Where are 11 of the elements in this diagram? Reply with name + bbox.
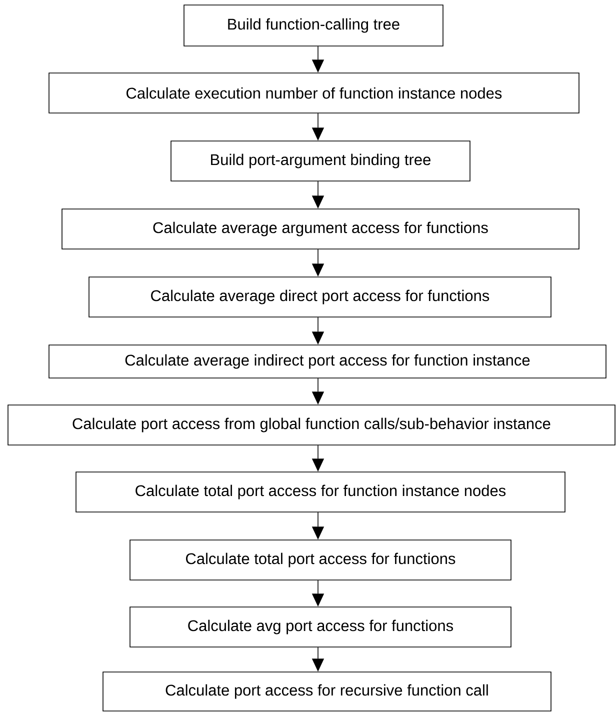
process-box: Build function-calling tree xyxy=(184,4,444,46)
process-box: Build port-argument binding tree xyxy=(170,140,470,182)
process-box: Calculate average indirect port access for function instance xyxy=(48,344,606,378)
process-box: Calculate total port access for functions xyxy=(130,540,512,580)
process-box: Calculate port access for recursive function call xyxy=(102,672,552,712)
process-box: Calculate port access from global function calls/sub-behavior instance xyxy=(8,404,616,446)
process-box: Calculate avg port access for functions xyxy=(130,606,512,648)
process-box: Calculate average argument access for functions xyxy=(62,208,580,250)
process-box: Calculate execution number of function instance nodes xyxy=(48,72,580,114)
process-box: Calculate total port access for function instance nodes xyxy=(76,472,566,512)
process-box: Calculate average direct port access for functions xyxy=(88,276,552,318)
